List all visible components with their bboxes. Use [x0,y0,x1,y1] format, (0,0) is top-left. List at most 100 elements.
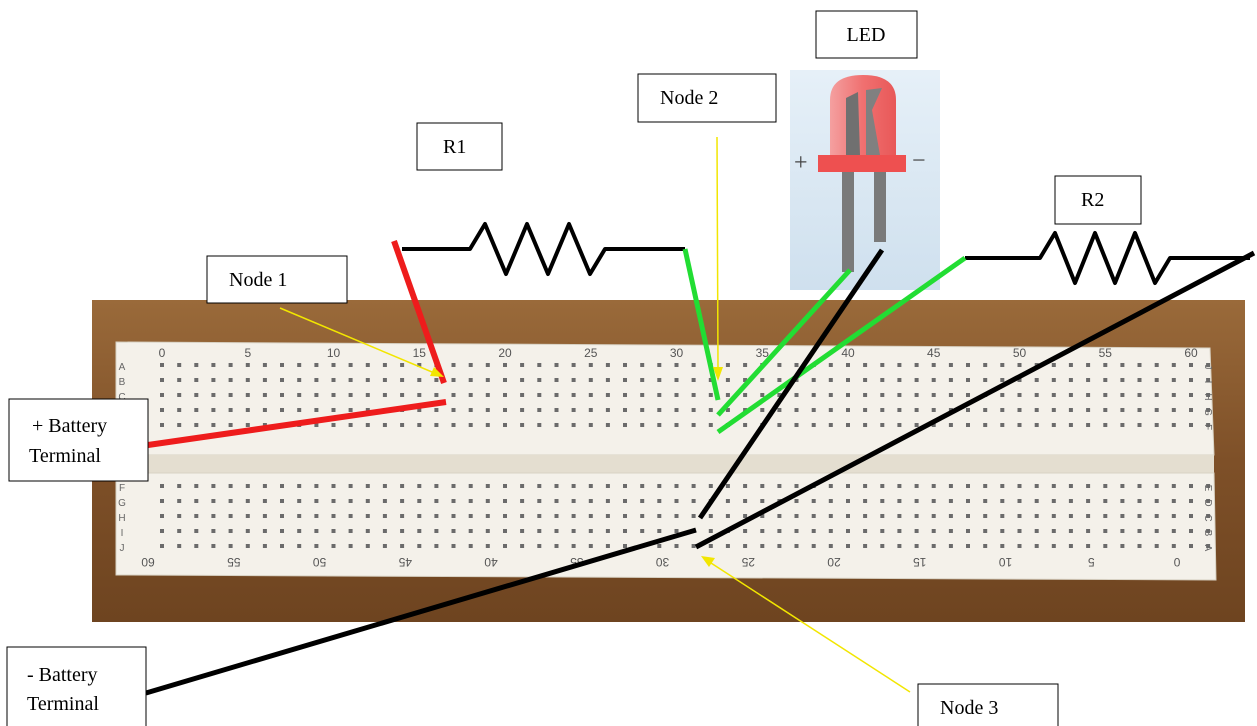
breadboard-hole [1206,514,1211,518]
breadboard-hole [674,393,679,397]
breadboard-hole [863,514,868,518]
breadboard-hole [348,408,353,412]
breadboard-hole [948,423,953,427]
breadboard-hole [640,408,645,412]
breadboard-hole [571,423,576,427]
svg-text:+ Battery: + Battery [32,415,107,437]
breadboard-hole [228,499,233,503]
breadboard-hole [400,378,405,382]
svg-text:LED: LED [847,24,886,46]
led-minus-sign: − [912,148,926,174]
breadboard-hole [605,393,610,397]
breadboard-hole [1206,544,1211,548]
breadboard-hole [194,393,199,397]
breadboard-hole [1034,408,1039,412]
breadboard-hole [948,544,953,548]
breadboard-row-letter: B [119,377,126,388]
breadboard-hole [160,544,164,548]
breadboard-hole [811,378,816,382]
breadboard-hole [623,393,627,397]
breadboard-hole [485,393,490,397]
breadboard-hole [177,393,182,397]
breadboard-hole [434,544,439,548]
breadboard-hole [314,408,319,412]
breadboard-row-letter: G [1202,408,1213,416]
breadboard-hole [1206,484,1211,488]
breadboard-hole [623,484,627,488]
breadboard-hole [811,544,816,548]
breadboard-hole [348,393,353,397]
breadboard-hole [520,514,525,518]
breadboard-hole [348,484,353,488]
breadboard-hole [194,529,199,533]
breadboard-hole [1154,423,1159,427]
breadboard-hole [1017,484,1022,488]
breadboard-hole [966,484,970,488]
breadboard-row-letter: D [1202,499,1213,506]
breadboard-hole [1189,363,1193,367]
breadboard-hole [948,393,953,397]
breadboard-hole [314,393,319,397]
breadboard-hole [588,393,593,397]
breadboard-hole [485,423,490,427]
breadboard-hole [674,544,679,548]
breadboard-hole [211,378,216,382]
breadboard-hole [674,378,679,382]
breadboard-row-letter: C [118,392,125,403]
breadboard-hole [520,529,525,533]
breadboard-hole [794,529,799,533]
breadboard-hole [708,544,713,548]
breadboard-hole [794,408,799,412]
breadboard-top-number: 10 [327,346,341,360]
breadboard-hole [245,393,250,397]
breadboard-hole [503,363,507,367]
breadboard-hole [1068,378,1073,382]
breadboard-holes [160,363,1211,548]
breadboard-hole [691,378,696,382]
breadboard-hole [451,378,456,382]
breadboard-hole [966,514,970,518]
breadboard-hole [725,363,730,367]
breadboard-hole [846,408,850,412]
breadboard-hole [743,499,748,503]
breadboard-hole [520,499,525,503]
resistor-r2-symbol [965,231,1250,285]
breadboard-hole [1017,514,1022,518]
arrow-node2 [713,136,723,381]
breadboard-hole [245,408,250,412]
breadboard-hole [948,499,953,503]
breadboard-hole [914,393,919,397]
breadboard-hole [897,393,902,397]
breadboard-hole [1120,393,1125,397]
breadboard-hole [468,484,473,488]
breadboard-hole [1120,529,1125,533]
breadboard-hole [262,484,267,488]
breadboard-hole [1017,393,1022,397]
breadboard-hole [228,484,233,488]
breadboard-hole [1086,408,1091,412]
breadboard-hole [1171,393,1176,397]
breadboard-hole [828,544,833,548]
led-post [866,88,882,155]
breadboard-hole [1120,363,1125,367]
breadboard-hole [657,514,662,518]
breadboard-hole [640,363,645,367]
breadboard-hole [1103,408,1108,412]
breadboard-hole [657,363,662,367]
breadboard-hole [1137,408,1142,412]
breadboard-hole [160,378,164,382]
breadboard-hole [777,484,782,488]
breadboard-top-number: 50 [1013,346,1027,360]
breadboard-hole [863,529,868,533]
breadboard-hole [1189,408,1193,412]
breadboard-hole [194,514,199,518]
breadboard-hole [382,378,387,382]
breadboard-hole [417,484,422,488]
breadboard-hole [794,544,799,548]
breadboard-hole [588,363,593,367]
breadboard-hole [914,499,919,503]
breadboard-hole [1086,484,1091,488]
breadboard-hole [503,544,507,548]
breadboard-hole [657,408,662,412]
label-node3: Node 3 [917,683,1059,726]
